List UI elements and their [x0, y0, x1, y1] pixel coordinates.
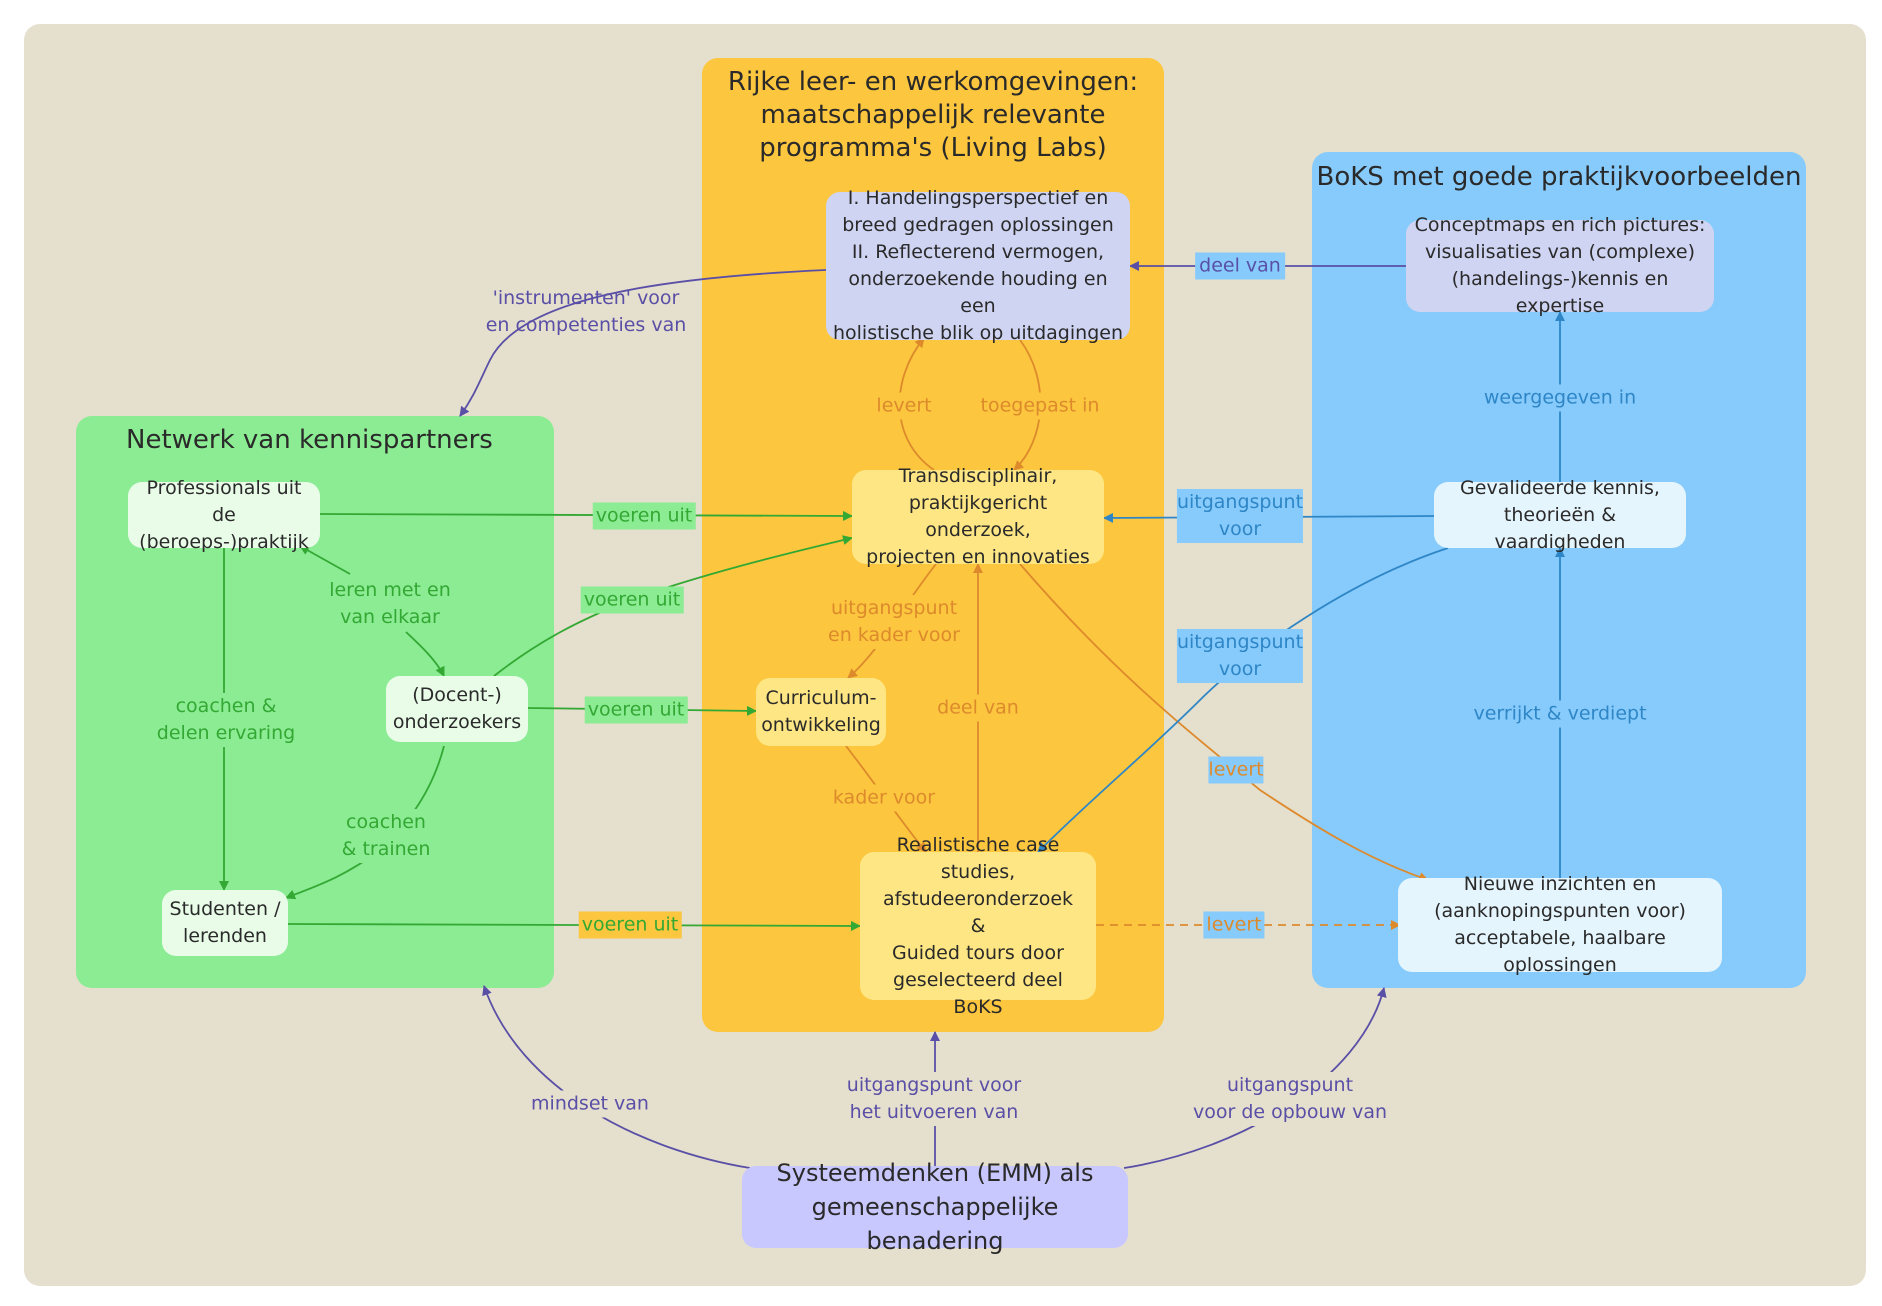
label-uitgangspunt-voor-1: uitgangspunt voor	[1176, 489, 1304, 543]
edge-mindset	[482, 985, 751, 1169]
label-levert-top: levert	[876, 392, 932, 420]
label-instrumenten: 'instrumenten' voor en competenties van	[485, 287, 687, 336]
label-weergegeven: weergegeven in	[1483, 384, 1637, 412]
node-transdisciplinair[interactable]: Transdisciplinair, praktijkgericht onder…	[852, 465, 1104, 568]
label-levert-mid: levert	[1208, 756, 1264, 784]
label-verrijkt: verrijkt & verdiept	[1473, 700, 1647, 728]
label-mindset: mindset van	[531, 1090, 649, 1118]
node-conceptmaps[interactable]: Conceptmaps en rich pictures: visualisat…	[1406, 214, 1714, 317]
node-realistische-case-studies[interactable]: Realistische case studies, afstudeeronde…	[860, 834, 1096, 1018]
label-voeren-uit-4: voeren uit	[578, 911, 682, 939]
edge-voeren-uit-4	[287, 920, 861, 931]
label-uitgangspunt-voor-2: uitgangspunt voor	[1176, 629, 1304, 683]
node-systeemdenken[interactable]: Systeemdenken (EMM) als gemeenschappelij…	[742, 1159, 1128, 1255]
boks-panel-title: BoKS met goede praktijkvoorbeelden	[1316, 162, 1802, 192]
edge-leren	[299, 545, 351, 575]
edge-uitgangspunt-voor-2	[1037, 547, 1449, 853]
label-deel-van-mid: deel van	[937, 694, 1019, 722]
label-voeren-uit-1: voeren uit	[592, 502, 696, 530]
node-nieuwe-inzichten[interactable]: Nieuwe inzichten en (aanknopingspunten v…	[1398, 873, 1722, 976]
label-voeren-uit-2: voeren uit	[580, 586, 684, 614]
label-uitgangspunt-kader: uitgangspunt en kader voor	[828, 595, 960, 649]
node-docent-onderzoekers[interactable]: (Docent-) onderzoekers	[386, 676, 528, 742]
node-handelingsperspectief[interactable]: I. Handelingsperspectief en breed gedrag…	[826, 187, 1130, 344]
label-opbouw: uitgangspunt voor de opbouw van	[1192, 1072, 1388, 1126]
label-deel-van-top: deel van	[1195, 252, 1285, 280]
rich-environments-panel-title: Rijke leer- en werkomgevingen: maatschap…	[727, 67, 1139, 163]
label-coachen-delen: coachen & delen ervaring	[156, 693, 296, 747]
label-coachen-trainen: coachen & trainen	[341, 809, 431, 863]
label-leren: leren met en van elkaar	[329, 577, 451, 631]
edge-instrumenten	[459, 269, 827, 417]
label-voeren-uit-3: voeren uit	[584, 696, 688, 724]
edge-leren-down	[405, 631, 445, 677]
node-curriculum[interactable]: Curriculum- ontwikkeling	[756, 678, 886, 746]
node-studenten[interactable]: Studenten / lerenden	[162, 890, 288, 956]
node-gevalideerde-kennis[interactable]: Gevalideerde kennis, theorieën & vaardig…	[1434, 477, 1686, 553]
network-panel-title: Netwerk van kennispartners	[126, 425, 493, 455]
node-professionals[interactable]: Professionals uit de (beroeps-)praktijk	[128, 477, 320, 553]
edge-voeren-uit-1	[319, 510, 853, 521]
label-uitvoeren: uitgangspunt voor het uitvoeren van	[846, 1072, 1022, 1126]
label-kader-voor: kader voor	[832, 784, 936, 812]
label-levert-dashed: levert	[1203, 911, 1265, 939]
label-toegepast: toegepast in	[980, 392, 1100, 420]
